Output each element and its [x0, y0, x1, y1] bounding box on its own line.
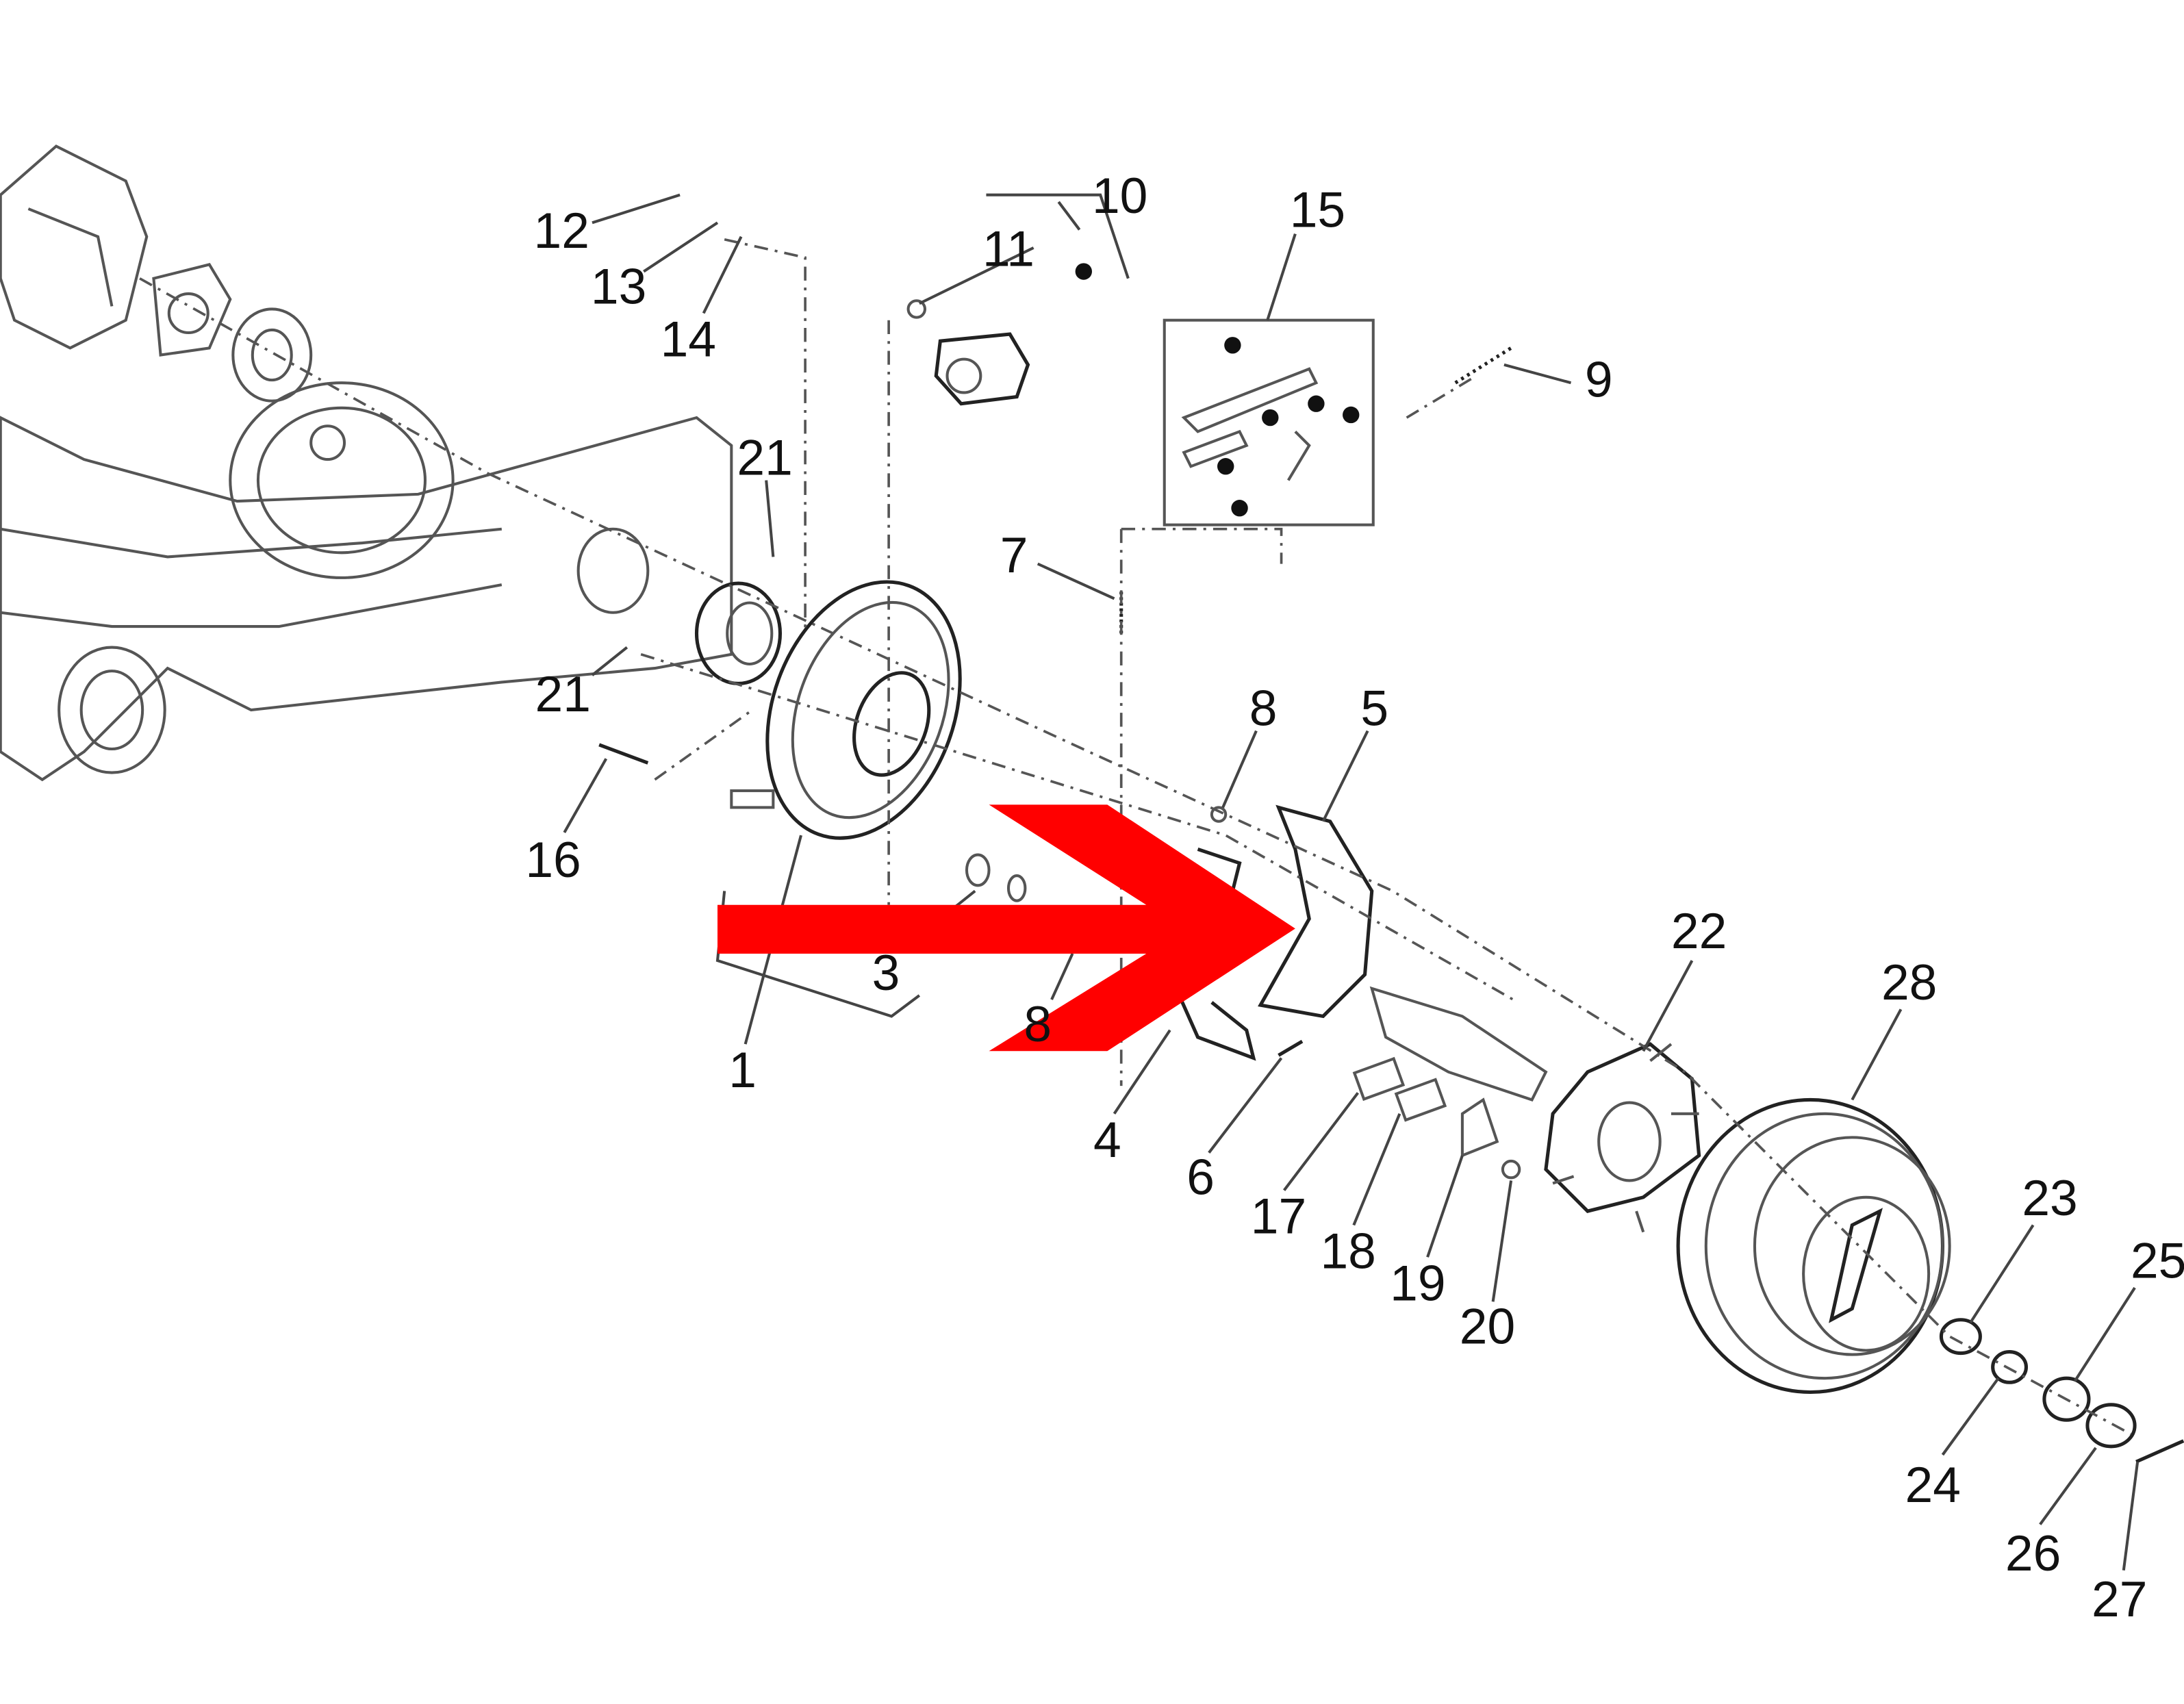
callout-4: 4 — [1093, 1112, 1121, 1168]
wheel-bearing — [694, 581, 783, 685]
wheel-cylinder — [906, 263, 1092, 406]
callout-12: 12 — [534, 203, 589, 259]
wheel-hub — [1544, 1042, 1701, 1233]
callout-28: 28 — [1881, 954, 1937, 1010]
callout-24: 24 — [1905, 1457, 1961, 1513]
callout-19: 19 — [1390, 1255, 1445, 1311]
callout-8-top: 8 — [1249, 680, 1278, 736]
return-spring — [1454, 346, 1512, 385]
callout-16: 16 — [525, 832, 581, 888]
brake-drum — [1676, 1097, 1951, 1395]
callout-3: 3 — [872, 945, 900, 1001]
callout-26: 26 — [2005, 1525, 2061, 1581]
brake-backing-plate — [730, 580, 962, 840]
callout-15: 15 — [1290, 181, 1345, 238]
hub-nut-stack — [1939, 1318, 2184, 1464]
callout-14: 14 — [661, 311, 716, 368]
callout-5: 5 — [1360, 680, 1388, 736]
small-parts — [965, 806, 1521, 1180]
callout-7: 7 — [1000, 527, 1028, 583]
callout-21-top: 21 — [737, 429, 792, 485]
brake-shoe-4 — [1168, 848, 1256, 1061]
callout-22: 22 — [1671, 903, 1727, 959]
callout-1: 1 — [728, 1042, 757, 1098]
callout-labels: 12 13 14 10 11 15 9 21 21 7 16 8 5 3 8 1… — [525, 168, 2184, 1627]
hold-down-pin — [598, 743, 649, 765]
callout-8-bottom: 8 — [1024, 996, 1052, 1052]
callout-20: 20 — [1460, 1298, 1515, 1354]
leader-lines — [563, 193, 2139, 1571]
callout-21-bottom: 21 — [535, 666, 591, 722]
callout-25: 25 — [2131, 1233, 2184, 1289]
adjuster-kit — [1163, 318, 1375, 526]
callout-27: 27 — [2092, 1571, 2147, 1627]
callout-13: 13 — [591, 258, 646, 314]
callout-23: 23 — [2022, 1170, 2077, 1226]
callout-9: 9 — [1585, 352, 1613, 408]
callout-10: 10 — [1092, 168, 1147, 224]
callout-17: 17 — [1251, 1188, 1306, 1245]
callout-18: 18 — [1320, 1223, 1375, 1280]
highlight-arrow — [717, 804, 1295, 1052]
rear-axle-beam — [0, 144, 733, 782]
brake-shoe-5 — [1258, 804, 1374, 1019]
axle-spindle — [1369, 986, 1548, 1102]
callout-6: 6 — [1186, 1149, 1215, 1206]
callout-11: 11 — [982, 220, 1034, 277]
